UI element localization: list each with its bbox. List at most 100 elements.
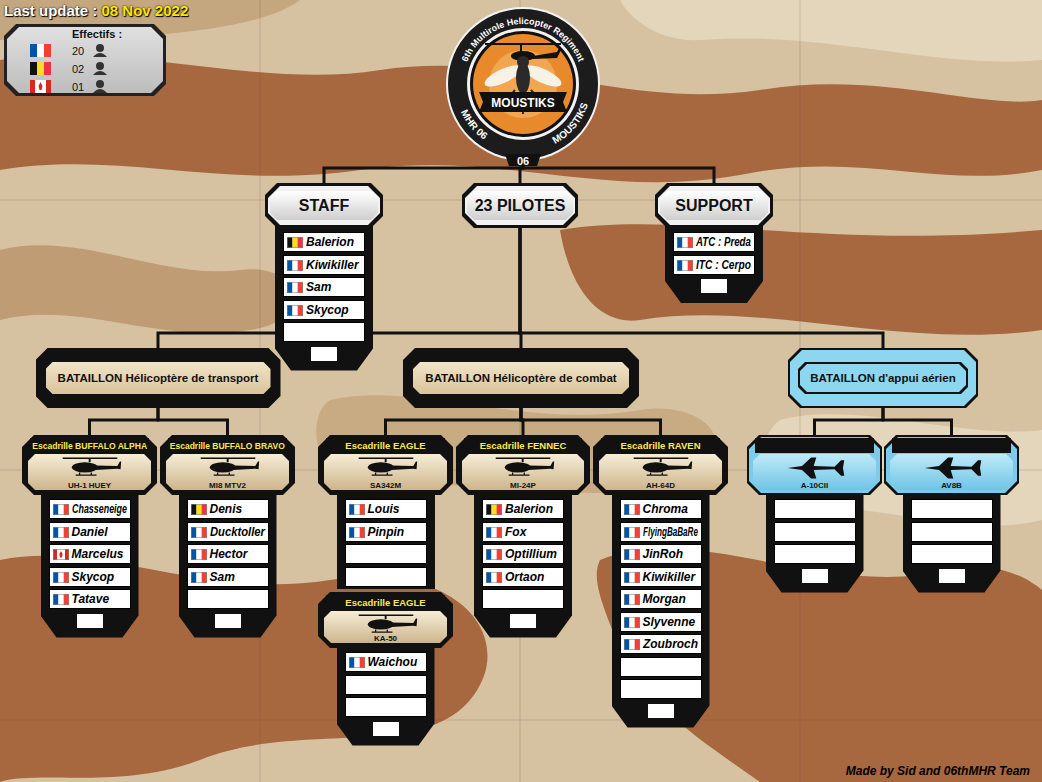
banner-text-wrap: STAFF xyxy=(270,191,378,220)
member-name: Optillium xyxy=(505,547,557,561)
aircraft-type: AH-64D xyxy=(646,481,675,490)
svg-shape xyxy=(624,549,630,560)
member-box: FlyingBaBaRe xyxy=(620,522,702,542)
member-name: Skycop xyxy=(72,570,115,584)
flag-icon xyxy=(191,504,207,515)
svg-shape xyxy=(677,237,683,248)
member-box: Chroma xyxy=(620,499,702,519)
svg-shape xyxy=(677,260,683,271)
svg-shape xyxy=(629,594,635,605)
svg-shape xyxy=(196,504,202,515)
svg-shape xyxy=(191,572,197,583)
empty-slot xyxy=(345,567,427,587)
svg-shape xyxy=(678,260,693,270)
member-box: Denis xyxy=(187,499,269,519)
svg-shape xyxy=(191,549,197,560)
aircraft-type: SA342M xyxy=(370,481,401,490)
empty-slot xyxy=(774,522,856,542)
banner-text-wrap: 23 PILOTES xyxy=(467,191,573,220)
flag-icon xyxy=(486,527,502,538)
emblem-ring-text: MOUSTIKS xyxy=(550,101,590,146)
svg-shape xyxy=(53,527,68,537)
svg-shape xyxy=(624,640,639,650)
helicopter-silhouette xyxy=(626,455,696,481)
flag-icon xyxy=(677,237,693,248)
emblem-ribbon-text: MOUSTIKS xyxy=(491,96,554,110)
aircraft-wrap: MI-24P xyxy=(464,480,582,491)
svg-shape xyxy=(354,657,360,668)
svg-shape xyxy=(624,504,630,515)
flag-icon xyxy=(624,639,640,650)
svg-shape xyxy=(624,527,639,537)
name-text-wrap: Fox xyxy=(505,523,561,541)
empty-slot xyxy=(345,675,427,695)
member-name: Marcelus xyxy=(72,547,124,561)
svg-shape xyxy=(53,594,59,605)
name-text-wrap: Balerion xyxy=(505,500,561,518)
aircraft-shape xyxy=(633,458,692,475)
flag-icon xyxy=(349,657,365,668)
empty-slot xyxy=(345,697,427,717)
svg-shape xyxy=(191,527,197,538)
name-text-wrap: Skycop xyxy=(72,568,128,586)
svg-shape xyxy=(486,549,492,560)
svg-shape xyxy=(53,549,69,560)
strength-panel: Effectifs : 20 02 01 xyxy=(4,24,166,96)
flag-icon xyxy=(486,549,502,560)
connector-line xyxy=(523,156,714,183)
strength-title: Effectifs : xyxy=(72,28,122,40)
name-text-wrap: Slyvenne xyxy=(643,613,699,631)
member-box: Balerion xyxy=(283,232,365,252)
aircraft-shape xyxy=(924,458,981,479)
svg-shape xyxy=(53,504,59,515)
empty-slot xyxy=(283,322,365,342)
svg-shape xyxy=(292,305,298,316)
flag-icon xyxy=(486,572,502,583)
svg-shape xyxy=(63,594,68,605)
member-box: Skycop xyxy=(283,300,365,320)
svg-shape xyxy=(196,549,202,560)
helicopter-silhouette xyxy=(55,455,125,481)
helicopter-silhouette xyxy=(351,455,421,481)
aircraft-wrap: MI8 MTV2 xyxy=(168,480,287,491)
svg-shape xyxy=(53,572,68,582)
aircraft-type: MI8 MTV2 xyxy=(209,481,246,490)
name-text-wrap: Chroma xyxy=(643,500,699,518)
column-tab xyxy=(648,704,674,718)
empty-slot xyxy=(187,589,269,609)
name-text-wrap: Waichou xyxy=(368,653,424,671)
svg-shape xyxy=(53,550,68,560)
member-box: Morgan xyxy=(620,589,702,609)
member-name: ITC : Cerpo xyxy=(696,258,751,272)
member-box: Slyvenne xyxy=(620,612,702,632)
aircraft-type: UH-1 HUEY xyxy=(68,481,111,490)
member-name: Slyvenne xyxy=(643,615,696,629)
squadron-title-wrap: Escadrille RAVEN xyxy=(601,438,720,453)
svg-shape xyxy=(349,658,364,668)
member-box: Louis xyxy=(345,499,427,519)
member-box: Skycop xyxy=(49,567,131,587)
column-tab xyxy=(510,614,536,628)
squadron-banner: Escadrille FENNECMI-24PBalerionFoxOptill… xyxy=(456,435,590,495)
flag-icon xyxy=(349,504,365,515)
battalion-title: BATAILLON d'appui aérien xyxy=(810,372,955,384)
column-tab xyxy=(373,722,399,736)
svg-shape xyxy=(292,260,298,271)
squadron-title: Escadrille BUFFALO BRAVO xyxy=(170,440,285,451)
battalion-box: BATAILLON Hélicoptère de transport xyxy=(36,348,281,408)
member-box: Chasseneige xyxy=(49,499,131,519)
svg-shape xyxy=(287,305,293,316)
svg-shape xyxy=(191,527,206,537)
svg-shape xyxy=(63,527,68,538)
svg-shape xyxy=(487,572,502,582)
name-column xyxy=(903,493,1001,593)
helicopter-silhouette xyxy=(193,455,263,481)
svg-shape xyxy=(53,527,59,538)
svg-shape xyxy=(58,527,64,538)
member-name: Ducktoller xyxy=(210,525,265,539)
member-name: Morgan xyxy=(643,592,686,606)
banner-title: STAFF xyxy=(299,197,349,215)
empty-slot xyxy=(620,657,702,677)
emblem-text: MHR 06 xyxy=(459,108,490,142)
aircraft-wrap: SA342M xyxy=(326,480,445,491)
